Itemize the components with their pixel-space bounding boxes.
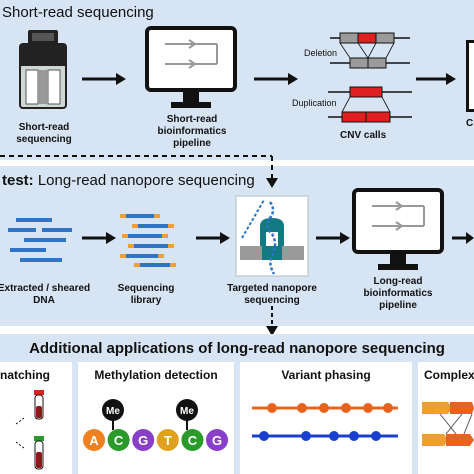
library-step-label: Sequencing library (106, 283, 186, 307)
pipeline-step-label: Short-read bioinformatics pipeline (150, 114, 234, 150)
arrow-icon (196, 232, 230, 244)
methylation-card-title: Methylation detection (94, 368, 218, 382)
base-label: G (212, 433, 222, 448)
deletion-label: Deletion (304, 48, 338, 58)
sample-tubes-icon (15, 390, 44, 470)
label-line: Short-read (166, 114, 218, 125)
label-line: Sequencing (117, 283, 175, 294)
dashed-connector (266, 306, 278, 336)
title-prefix: test: (2, 172, 34, 189)
label-line: Short-read (18, 122, 70, 133)
dashed-connector (0, 155, 278, 188)
me-label: Me (106, 406, 120, 417)
label-line: Long-read (373, 276, 423, 287)
arrow-icon (316, 232, 350, 244)
base-label: T (164, 433, 172, 448)
computer-icon (145, 26, 237, 108)
arrow-icon (82, 73, 126, 85)
label-line: pipeline (379, 300, 417, 311)
label-line: Targeted nanopore (227, 283, 317, 294)
label-line: DNA (33, 295, 55, 306)
base-circle (107, 429, 130, 451)
label-line: pipeline (173, 138, 211, 149)
deletion-diagram (330, 32, 410, 69)
short-read-panel (0, 0, 474, 160)
sequencing-step-label: Short-read sequencing (10, 122, 78, 146)
label-line: bioinformatics (363, 288, 433, 299)
long-read-title: test: Long-read nanopore sequencing (2, 172, 255, 189)
duplication-label: Duplication (292, 98, 337, 108)
cut-off-box (466, 40, 474, 112)
label-line: bioinformatics (157, 126, 227, 137)
dna-step-label: Extracted / sheared DNA (0, 283, 94, 307)
base-circle (83, 429, 105, 451)
cut-off-label: C (466, 118, 474, 129)
label-line: Extracted / sheared (0, 283, 91, 294)
duplication-diagram (328, 86, 412, 123)
label-line: sequencing (244, 295, 300, 306)
phasing-card (240, 362, 412, 474)
base-circle (156, 429, 179, 451)
base-label: C (188, 433, 198, 448)
base-label: A (89, 433, 99, 448)
dna-fragments-icon (8, 218, 72, 262)
arrow-icon (416, 73, 456, 85)
base-circle (181, 429, 204, 451)
computer-icon (352, 188, 444, 270)
short-read-title: Short-read sequencing (2, 4, 154, 21)
nanopore-icon (235, 195, 309, 277)
targeted-step-label: Targeted nanopore sequencing (212, 283, 332, 307)
phasing-diagram (252, 403, 398, 441)
phasing-card-title: Variant phasing (281, 368, 371, 382)
label-line: library (130, 295, 162, 306)
library-fragments-icon (120, 214, 176, 267)
applications-title: Additional applications of long-read nan… (29, 340, 445, 357)
complex-sv-diagram (422, 402, 474, 446)
long-pipeline-step-label: Long-read bioinformatics pipeline (356, 276, 440, 312)
base-label: G (138, 433, 148, 448)
base-label: C (114, 433, 124, 448)
complex-card-title: Complex (424, 368, 474, 382)
sequencer-icon (19, 30, 67, 109)
methylation-card (78, 362, 234, 474)
arrow-icon (452, 232, 474, 244)
label-line: sequencing (16, 134, 72, 145)
complex-card (418, 362, 474, 474)
base-circle (206, 429, 228, 451)
base-circle (132, 429, 155, 451)
cnv-calls-label: CNV calls (340, 130, 387, 141)
matching-card-title: natching (0, 368, 50, 382)
me-label: Me (180, 406, 194, 417)
arrow-icon (82, 232, 116, 244)
arrow-icon (254, 73, 298, 85)
title-text: Long-read nanopore sequencing (37, 172, 255, 189)
